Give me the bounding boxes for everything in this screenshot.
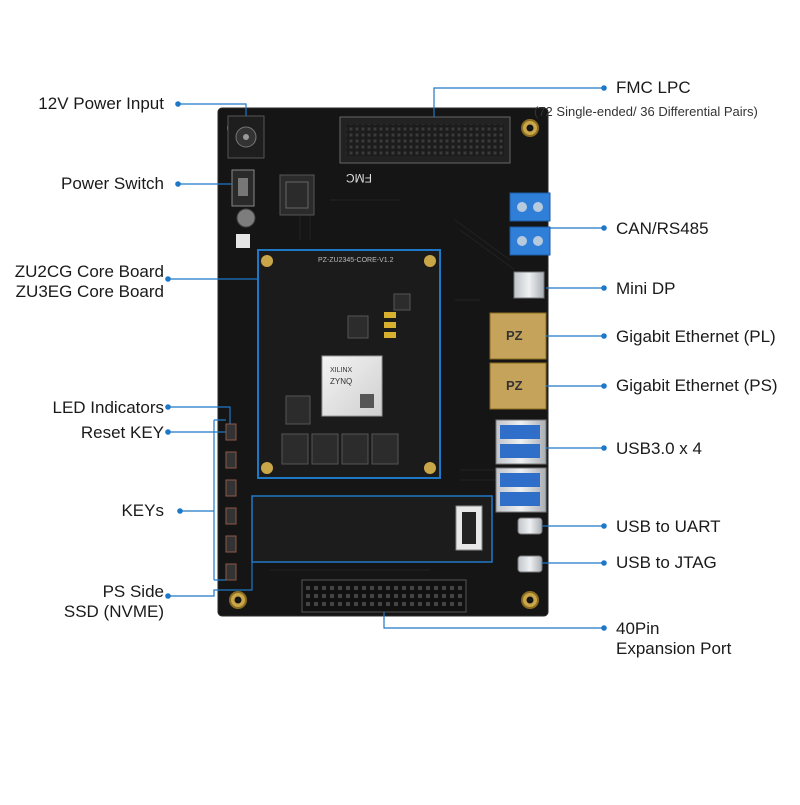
label-power-switch: Power Switch (61, 174, 164, 193)
label-can-rs485: CAN/RS485 (616, 219, 709, 238)
label-expansion-port: Expansion Port (616, 639, 732, 658)
ethernet-pl-jack: PZ (489, 312, 547, 360)
label-gigabit-ethernet-pl: Gigabit Ethernet (PL) (616, 327, 776, 346)
label-led-indicators: LED Indicators (52, 398, 165, 417)
label-usb3: USB3.0 x 4 (616, 439, 702, 458)
pz-logo-ps: PZ (506, 378, 523, 393)
label-12v-power-input: 12V Power Input (38, 94, 164, 113)
power-connector (236, 234, 250, 248)
label-fmc-lpc: FMC LPC (616, 78, 691, 97)
usb3-stacks (495, 419, 547, 513)
ethernet-ps-jack: PZ (489, 362, 547, 410)
label-core-board-zu3eg: ZU3EG Core Board (15, 282, 164, 301)
capacitor (236, 208, 256, 228)
minidp-port (513, 271, 545, 299)
label-40pin: 40Pin (616, 619, 660, 638)
usb-uart-port (517, 517, 543, 535)
power-switch (231, 169, 255, 207)
transformer (279, 174, 315, 216)
terminal-blocks (509, 192, 551, 256)
label-gigabit-ethernet-ps: Gigabit Ethernet (PS) (616, 376, 778, 395)
m2-slot (251, 495, 493, 563)
label-reset-key: Reset KEY (80, 423, 164, 442)
callout-dots (165, 85, 607, 631)
fmc-silk: FMC (346, 171, 372, 185)
label-core-board-zu2cg: ZU2CG Core Board (14, 262, 164, 281)
fmc-connector: FMC (339, 116, 511, 185)
label-ps-side: PS Side (102, 582, 164, 601)
core-board: PZ-ZU2345-CORE-V1.2 XILINX ZYNQ (257, 249, 441, 479)
label-usb-to-jtag: USB to JTAG (616, 553, 717, 572)
label-keys: KEYs (121, 501, 164, 520)
pz-logo-pl: PZ (506, 328, 523, 343)
keys-column (225, 423, 237, 581)
callout-lines (168, 87, 604, 629)
fpga-family: ZYNQ (330, 377, 352, 386)
label-fmc-detail: (72 Single-ended/ 36 Differential Pairs) (534, 104, 758, 119)
label-mini-dp: Mini DP (616, 279, 676, 298)
fpga-brand: XILINX (330, 367, 353, 374)
expansion-header (301, 579, 467, 613)
usb-jtag-port (517, 555, 543, 573)
dc-jack (227, 115, 265, 159)
label-usb-to-uart: USB to UART (616, 517, 721, 536)
core-silk: PZ-ZU2345-CORE-V1.2 (318, 257, 394, 264)
label-ssd-nvme: SSD (NVME) (63, 602, 164, 621)
